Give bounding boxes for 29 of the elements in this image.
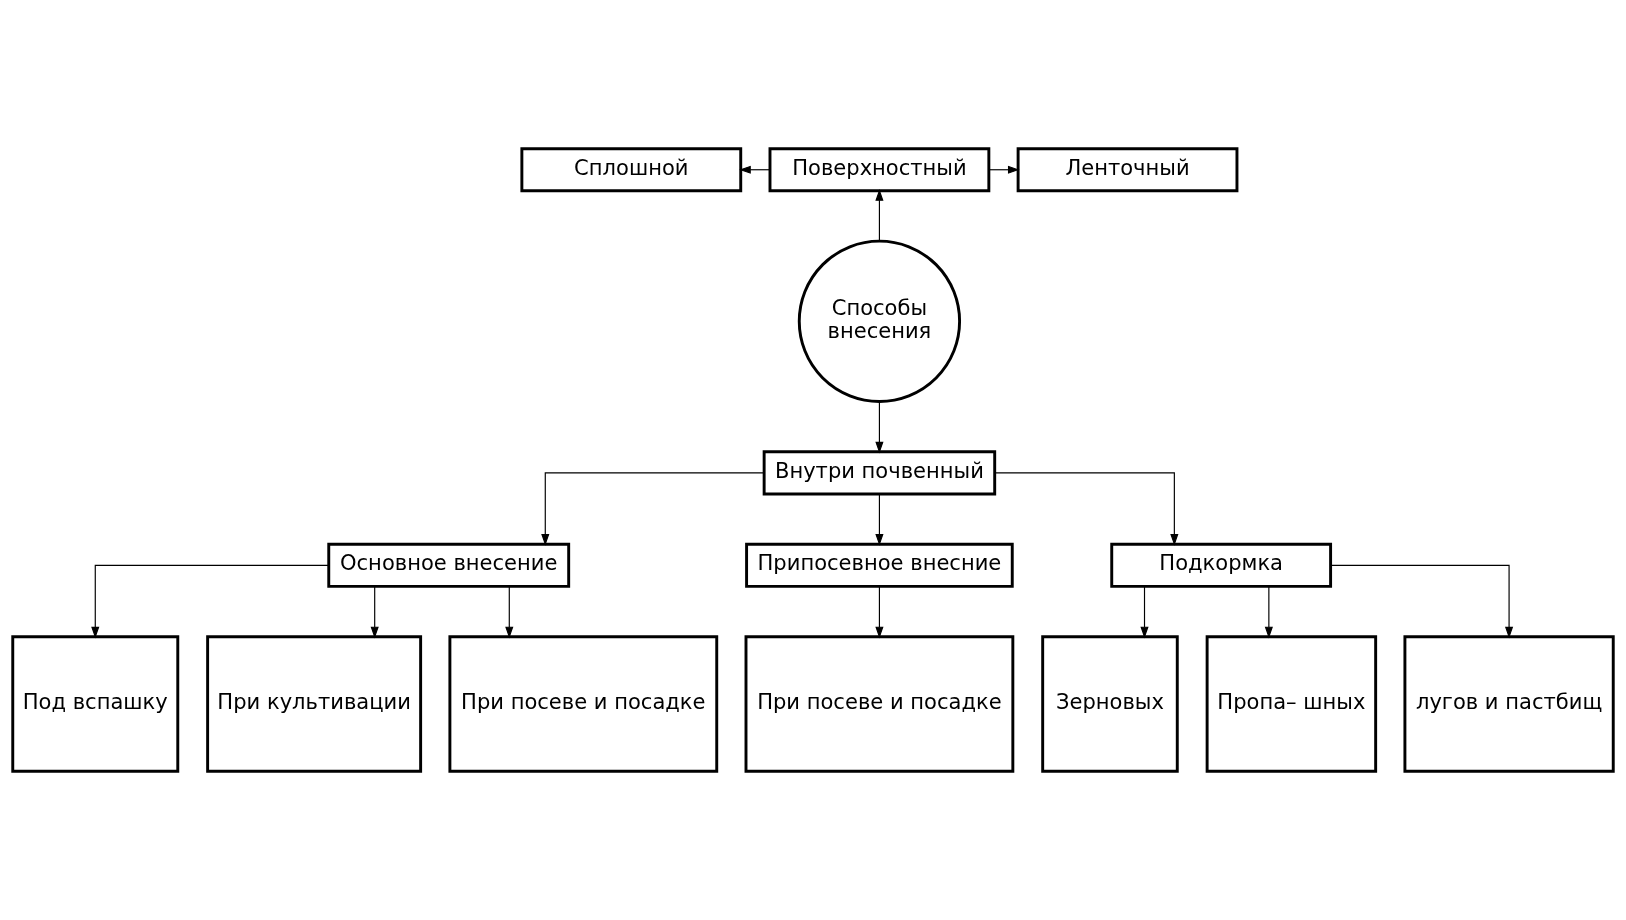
node-box: Поверхностный [768, 147, 991, 193]
node-box: Под вспашку [11, 635, 180, 773]
node-box: Ленточный [1016, 147, 1239, 193]
node-box: При культивации [206, 635, 423, 773]
node-box: лугов и пастбищ [1403, 635, 1615, 773]
arrow [1330, 564, 1514, 639]
node-box: Сплошной [520, 147, 743, 193]
node-box: Основное внесение [327, 542, 571, 588]
node-box: Пропа– шных [1205, 635, 1378, 773]
arrow [541, 472, 765, 546]
arrow [994, 472, 1179, 546]
node-box: При посеве и посадке [448, 635, 719, 773]
node-box: Припосевное внесние [745, 542, 1014, 588]
arrow [91, 564, 330, 639]
arrow [739, 165, 771, 174]
arrow [1140, 586, 1149, 639]
arrow [875, 493, 884, 546]
node-box: При посеве и посадке [744, 635, 1015, 773]
arrow [370, 586, 379, 639]
arrow [1264, 586, 1273, 639]
node-box: Зерновых [1041, 635, 1179, 773]
arrow [875, 189, 884, 242]
arrow [505, 586, 514, 639]
arrow [875, 400, 884, 454]
node-circle: Способы внесения [797, 239, 962, 403]
arrow [988, 165, 1020, 174]
arrow [875, 586, 884, 639]
node-box: Подкормка [1110, 542, 1333, 588]
node-box: Внутри почвенный [762, 450, 997, 496]
